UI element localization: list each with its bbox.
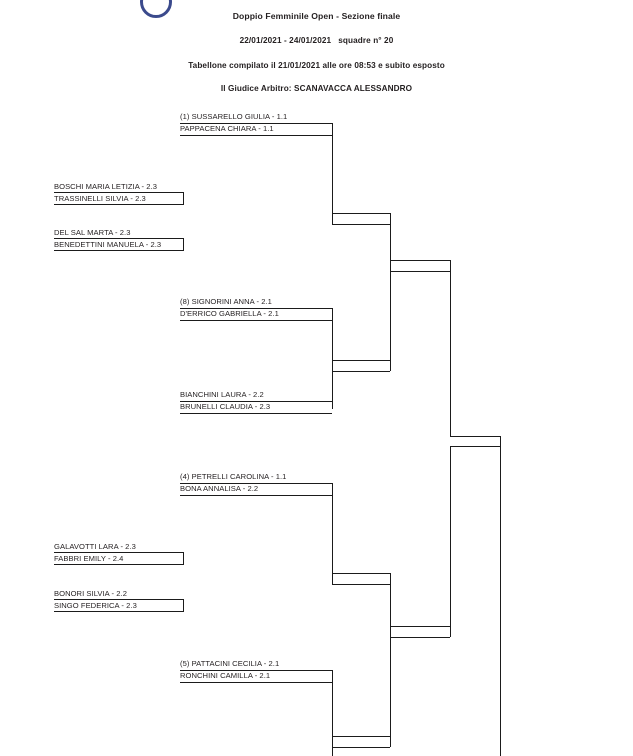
referee-line: Il Giudice Arbitro: SCANAVACCA ALESSANDR… <box>220 84 413 93</box>
slot-rule <box>54 192 183 193</box>
player-slot: BONORI SILVIA - 2.2 <box>54 589 127 598</box>
player-slot: DEL SAL MARTA - 2.3 <box>54 228 131 237</box>
bracket-connector <box>450 446 451 637</box>
slot-rule <box>180 135 332 136</box>
player-slot: (8) SIGNORINI ANNA - 2.1 <box>180 297 272 306</box>
player-slot: BRUNELLI CLAUDIA - 2.3 <box>180 402 271 411</box>
bracket-connector <box>332 483 333 584</box>
player-slot: (1) SUSSARELLO GIULIA - 1.1 <box>180 112 288 121</box>
slot-rule <box>180 413 332 414</box>
player-slot: BOSCHI MARIA LETIZIA - 2.3 <box>54 182 157 191</box>
bracket-connector <box>390 271 391 371</box>
slot-rule <box>180 682 332 683</box>
slot-rule <box>180 670 332 671</box>
advancing-slot-rule <box>332 584 390 585</box>
player-slot: FABBRI EMILY - 2.4 <box>54 554 124 563</box>
bracket-connector <box>450 260 451 436</box>
player-slot: (5) PATTACINI CECILIA - 2.1 <box>180 659 280 668</box>
player-slot: BENEDETTINI MANUELA - 2.3 <box>54 240 162 249</box>
advancing-slot-rule <box>332 360 390 361</box>
advancing-slot-rule <box>390 626 450 627</box>
slot-rule <box>54 564 183 565</box>
advancing-slot-rule <box>332 573 390 574</box>
advancing-slot-rule <box>332 224 390 225</box>
player-slot: BIANCHINI LAURA - 2.2 <box>180 390 264 399</box>
player-slot: SINGO FEDERICA - 2.3 <box>54 601 137 610</box>
slot-rule <box>180 308 332 309</box>
slot-rule <box>180 320 332 321</box>
advancing-slot-rule <box>390 271 450 272</box>
slot-rule <box>54 250 183 251</box>
slot-rule <box>54 552 183 553</box>
player-slot: BONA ANNALISA - 2.2 <box>180 484 259 493</box>
bracket-connector <box>332 308 333 409</box>
slot-rule <box>180 495 332 496</box>
advancing-slot-rule <box>332 736 390 737</box>
player-slot: RONCHINI CAMILLA - 2.1 <box>180 671 271 680</box>
compiled-note: Tabellone compilato il 21/01/2021 alle o… <box>188 61 445 70</box>
bracket-connector <box>183 238 184 251</box>
player-slot: D'ERRICO GABRIELLA - 2.1 <box>180 309 279 318</box>
advancing-slot-rule <box>450 446 500 447</box>
player-slot: PAPPACENA CHIARA - 1.1 <box>180 124 274 133</box>
bracket-connector <box>183 552 184 565</box>
advancing-slot-rule <box>450 436 500 437</box>
slot-rule <box>180 123 332 124</box>
slot-rule <box>180 483 332 484</box>
bracket-connector <box>390 637 391 747</box>
dates-and-team-count: 22/01/2021 - 24/01/2021 squadre n° 20 <box>239 36 394 45</box>
slot-rule <box>54 238 183 239</box>
bracket-connector <box>332 670 333 756</box>
player-slot: TRASSINELLI SILVIA - 2.3 <box>54 194 146 203</box>
bracket-connector <box>332 123 333 224</box>
slot-rule <box>54 599 183 600</box>
bracket-connector <box>390 213 391 271</box>
advancing-slot-rule <box>332 371 390 372</box>
advancing-slot-rule <box>390 637 450 638</box>
advancing-slot-rule <box>332 747 390 748</box>
advancing-slot-rule <box>390 260 450 261</box>
bracket-connector <box>183 599 184 612</box>
page-title: Doppio Femminile Open - Sezione finale <box>232 11 401 21</box>
slot-rule <box>54 611 183 612</box>
bracket-connector <box>500 436 501 756</box>
player-slot: (4) PETRELLI CAROLINA - 1.1 <box>180 472 287 481</box>
slot-rule <box>180 401 332 402</box>
bracket-connector <box>390 573 391 637</box>
bracket-connector <box>183 192 184 205</box>
slot-rule <box>54 204 183 205</box>
advancing-slot-rule <box>332 213 390 214</box>
player-slot: GALAVOTTI LARA - 2.3 <box>54 542 136 551</box>
